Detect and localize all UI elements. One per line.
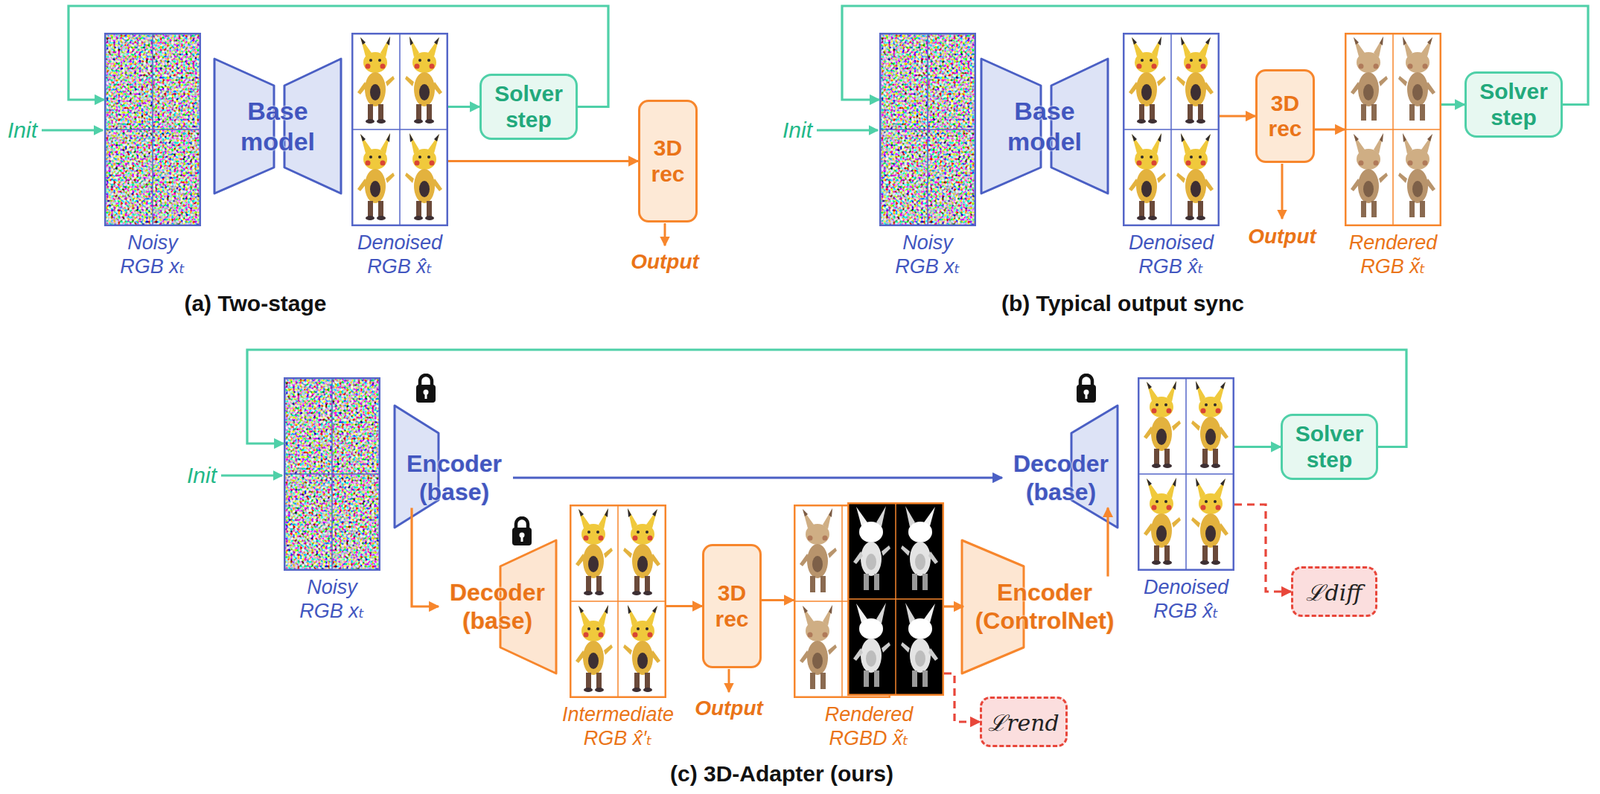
arrow-connector xyxy=(944,605,964,608)
node-text: 3D rec xyxy=(707,580,757,633)
reconstruction-box: 3D rec xyxy=(1255,69,1315,164)
lock-icon xyxy=(416,375,436,403)
image-caption: Rendered RGBD x̃ₜ xyxy=(809,702,929,752)
arrow-connector xyxy=(1219,114,1256,117)
network-block: Base model xyxy=(230,94,326,159)
image-caption: Denoised RGB x̂ₜ xyxy=(351,230,449,280)
rgb-image xyxy=(1122,32,1220,227)
output-arrow xyxy=(664,223,667,246)
loss-box: ℒrend xyxy=(979,696,1068,748)
node-text: ℒrend xyxy=(987,707,1060,738)
arrow-connector xyxy=(512,476,1003,479)
image-grid: Noisy RGB xₜ xyxy=(283,377,381,572)
arrow-connector xyxy=(666,605,703,608)
node-text: ℒdiff xyxy=(1305,577,1362,608)
image-caption: Denoised RGB x̂ₜ xyxy=(1137,575,1235,624)
noise-image xyxy=(104,32,202,227)
arrow-connector xyxy=(448,160,639,163)
network-block: Decoder (base) xyxy=(1002,448,1120,509)
output-label: Output xyxy=(630,250,700,274)
node-text: Encoder (base) xyxy=(398,449,511,508)
image-grid: Rendered RGBD x̃ₜ xyxy=(793,502,945,699)
decoder-trapezoid xyxy=(284,58,341,194)
encoder-trapezoid xyxy=(214,58,274,194)
arrow-connector xyxy=(1234,504,1292,592)
decoder-trapezoid xyxy=(1051,58,1108,194)
noise-image xyxy=(879,32,977,227)
image-caption: Rendered RGB x̃ₜ xyxy=(1344,230,1442,280)
image-grid: Denoised RGB x̂ₜ xyxy=(1122,32,1220,227)
output-label: Output xyxy=(694,696,764,721)
arrow-connector xyxy=(761,599,794,602)
lock-icon xyxy=(512,518,532,546)
rgb-image xyxy=(569,504,667,699)
solver-box: Solver step xyxy=(479,73,578,140)
decoder-trapezoid xyxy=(500,540,557,674)
reconstruction-box: 3D rec xyxy=(638,99,698,223)
node-text: Solver step xyxy=(1285,421,1373,473)
depth-image xyxy=(847,502,945,697)
input-label: Init xyxy=(7,117,38,143)
panel-caption: (a) Two-stage xyxy=(183,291,327,317)
image-grid: Rendered RGB x̃ₜ xyxy=(1344,32,1442,227)
arrow-connector xyxy=(1106,507,1109,577)
init-arrow xyxy=(221,475,283,478)
solver-box: Solver step xyxy=(1280,413,1379,481)
node-text: Decoder (base) xyxy=(441,578,554,636)
encoder-trapezoid xyxy=(961,540,1024,674)
arrow-connector xyxy=(1441,103,1465,106)
loss-box: ℒdiff xyxy=(1291,566,1378,618)
image-caption: Noisy RGB xₜ xyxy=(283,575,381,624)
network-block: Decoder (base) xyxy=(438,577,557,638)
image-grid: Noisy RGB xₜ xyxy=(104,32,202,227)
node-text: Base model xyxy=(233,96,323,158)
reconstruction-box: 3D rec xyxy=(702,544,762,669)
rgb-image xyxy=(351,32,449,227)
panel-caption: (b) Typical output sync xyxy=(1001,291,1245,317)
image-caption: Denoised RGB x̂ₜ xyxy=(1122,230,1220,280)
arrow-connector xyxy=(944,673,980,723)
node-text: Solver step xyxy=(1469,78,1558,131)
rgb-image xyxy=(1137,377,1235,572)
rendered-image xyxy=(1344,32,1442,227)
node-text: Encoder (ControlNet) xyxy=(966,578,1123,636)
node-text: Base model xyxy=(999,96,1090,158)
output-arrow xyxy=(1281,163,1284,219)
node-text: Solver step xyxy=(484,81,573,133)
solver-box: Solver step xyxy=(1464,71,1563,138)
image-grid: Denoised RGB x̂ₜ xyxy=(351,32,449,227)
init-arrow xyxy=(816,129,878,132)
network-block: Encoder (base) xyxy=(395,448,513,509)
image-grid: Intermediate RGB x̂′ₜ xyxy=(569,504,667,699)
network-block: Base model xyxy=(996,94,1093,159)
image-caption: Noisy RGB xₜ xyxy=(879,230,977,280)
lock-icon xyxy=(1076,375,1096,403)
arrow-connector xyxy=(1234,445,1281,449)
node-text: Decoder (base) xyxy=(1005,449,1117,508)
output-label: Output xyxy=(1247,224,1317,249)
input-label: Init xyxy=(186,463,217,489)
node-text: 3D rec xyxy=(643,135,693,187)
panel-caption: (c) 3D-Adapter (ours) xyxy=(670,761,894,787)
arrow-connector xyxy=(448,105,480,108)
node-text: 3D rec xyxy=(1260,90,1310,143)
image-grid: Noisy RGB xₜ xyxy=(879,32,977,227)
encoder-trapezoid xyxy=(981,58,1041,194)
output-arrow xyxy=(728,669,731,693)
image-caption: Intermediate RGB x̂′ₜ xyxy=(550,702,685,752)
input-label: Init xyxy=(782,117,813,143)
image-caption: Noisy RGB xₜ xyxy=(104,230,202,280)
arrow-connector xyxy=(247,349,1407,448)
network-block: Encoder (ControlNet) xyxy=(963,577,1126,638)
arrow-connector xyxy=(411,507,439,607)
arrow-connector xyxy=(1314,128,1345,131)
init-arrow xyxy=(41,129,103,132)
image-grid: Denoised RGB x̂ₜ xyxy=(1137,377,1235,572)
noise-image xyxy=(283,377,381,572)
